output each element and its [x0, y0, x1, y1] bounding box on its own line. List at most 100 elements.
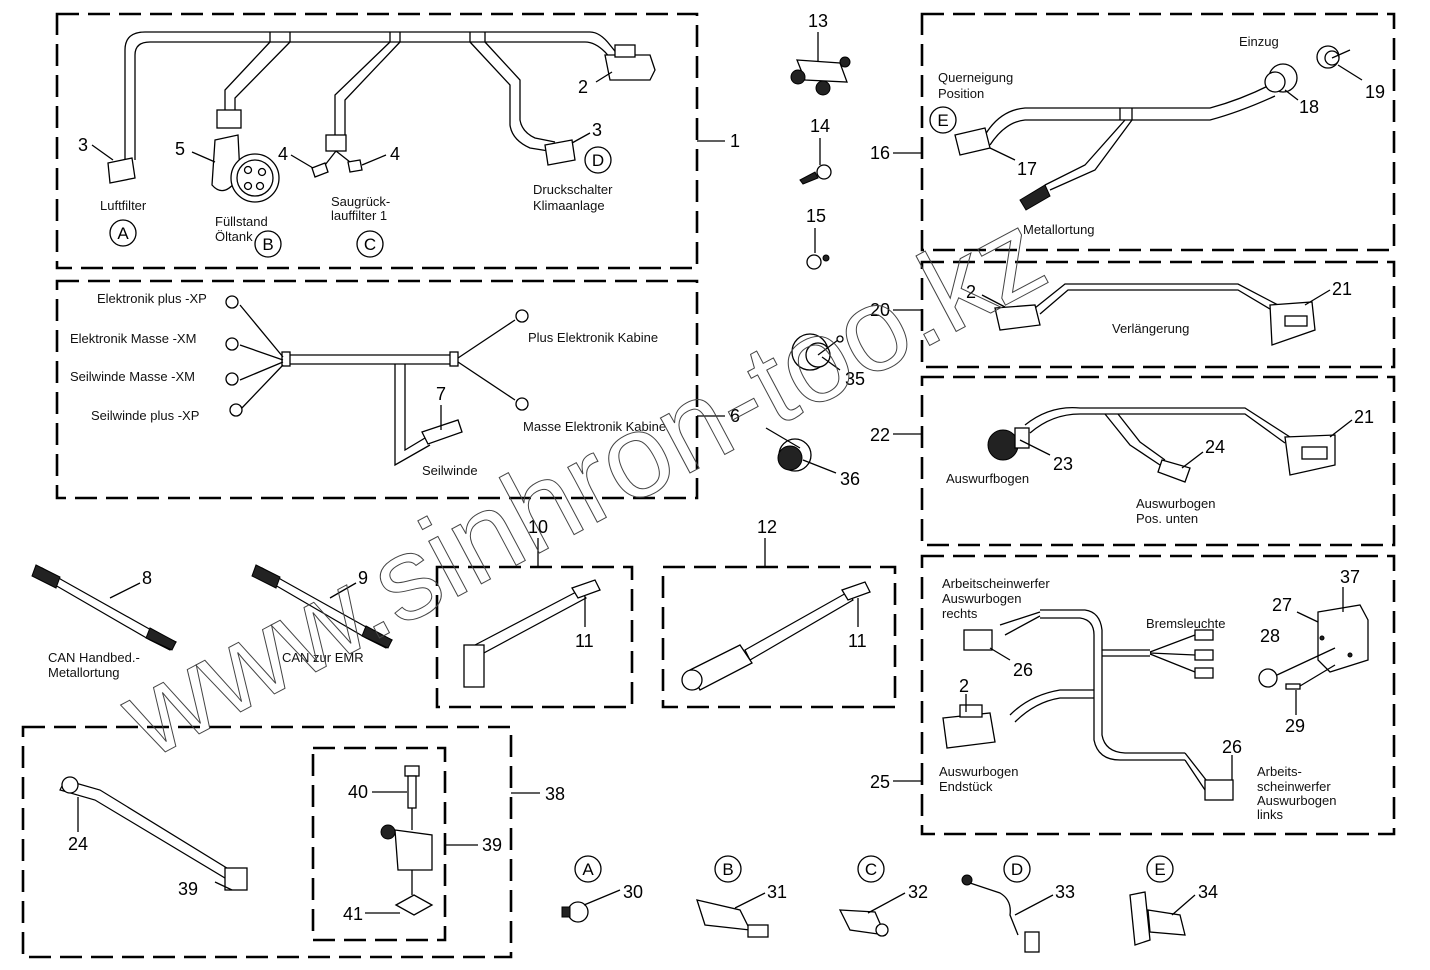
- callout-14: 14: [810, 116, 830, 136]
- label-arbeitscheinwerfer-r: Arbeitscheinwerfer: [942, 576, 1050, 591]
- callout-40: 40: [348, 782, 368, 802]
- sensor-e: E 34: [1129, 855, 1218, 946]
- circle-marker-a: A: [109, 219, 137, 247]
- group-10-cable: 10 11: [435, 517, 634, 709]
- watermark: www.sinhron-too.kz: [99, 186, 1065, 783]
- callout-17: 17: [1017, 159, 1037, 179]
- clamp-14-icon: [799, 164, 832, 185]
- svg-text:A: A: [582, 860, 594, 879]
- callout-32: 32: [908, 882, 928, 902]
- label-saug-1: Saugrück-: [331, 194, 390, 209]
- callout-31: 31: [767, 882, 787, 902]
- callout-26a: 26: [1013, 660, 1033, 680]
- callout-24: 24: [68, 834, 88, 854]
- can-cable-9-icon: [251, 564, 393, 649]
- group-6-frame: [55, 279, 699, 500]
- callout-25: 25: [870, 772, 890, 792]
- label-links: links: [1257, 807, 1284, 822]
- callout-5: 5: [175, 139, 185, 159]
- group-22-frame: [920, 375, 1396, 547]
- callout-3b: 3: [592, 120, 602, 140]
- sensor-33-icon: [961, 874, 1040, 953]
- circle-marker-b: B: [254, 230, 282, 258]
- connector-2-icon: [604, 44, 656, 81]
- label-auswurbogen-end: Auswurbogen: [939, 764, 1019, 779]
- label-seilwinde-masse: Seilwinde Masse -XM: [70, 369, 195, 384]
- connector-26-icon: [963, 629, 993, 651]
- sensor-d: D 33: [961, 855, 1075, 953]
- callout-41: 41: [343, 904, 363, 924]
- label-elektronik-plus: Elektronik plus -XP: [97, 291, 207, 306]
- bolt-40-icon: [404, 765, 420, 809]
- group-25-frame: [920, 554, 1396, 836]
- connector-2-end-icon: [942, 704, 996, 749]
- label-klimaanlage: Klimaanlage: [533, 198, 605, 213]
- callout-38: 38: [545, 784, 565, 804]
- round-connector-23-icon: [987, 427, 1030, 461]
- callout-9: 9: [358, 568, 368, 588]
- label-seilwinde-plus: Seilwinde plus -XP: [91, 408, 199, 423]
- label-verlaengerung: Verlängerung: [1112, 321, 1189, 336]
- callout-1: 1: [730, 131, 740, 151]
- callout-18: 18: [1299, 97, 1319, 117]
- label-fuellstand: Füllstand: [215, 214, 268, 229]
- sensor-31-icon: [696, 899, 769, 938]
- cap-35-icon: [791, 333, 844, 371]
- plug-39-icon: [380, 824, 433, 871]
- svg-text:C: C: [364, 235, 376, 254]
- group-12-cable: 12 11: [661, 517, 897, 709]
- callout-11b: 11: [848, 631, 867, 651]
- label-auswurfbogen: Auswurfbogen: [946, 471, 1029, 486]
- svg-text:E: E: [937, 111, 948, 130]
- connector-2-ext-icon: [994, 304, 1041, 331]
- callout-19: 19: [1365, 82, 1385, 102]
- cap-19-icon: [1316, 45, 1351, 69]
- group-10-frame: [435, 565, 634, 709]
- callout-27: 27: [1272, 595, 1292, 615]
- sensor-row: A 30 B 31 C 32 D 33 E 34: [561, 855, 1218, 953]
- circle-marker-c: C: [356, 230, 384, 258]
- group-16-frame: [920, 12, 1396, 252]
- callout-39b: 39: [482, 835, 502, 855]
- callout-3a: 3: [78, 135, 88, 155]
- label-can-metallortung: Metallortung: [48, 665, 120, 680]
- group-39-frame: [311, 746, 447, 942]
- group-1-frame: [55, 12, 699, 270]
- cap-36-icon: [765, 427, 812, 472]
- callout-12: 12: [757, 517, 777, 537]
- can-cable-8-icon: [31, 564, 177, 651]
- label-can-emr: CAN zur EMR: [282, 650, 364, 665]
- label-querneigung: Querneigung: [938, 70, 1013, 85]
- group-20-frame: [920, 260, 1396, 369]
- svg-text:B: B: [722, 860, 733, 879]
- group-1-harness: 1 2 3 3: [55, 12, 740, 270]
- connector-21-icon: [1269, 301, 1316, 346]
- svg-text:D: D: [1011, 860, 1023, 879]
- connector-24-icon: [1157, 459, 1191, 483]
- sensor-b: B 31: [696, 855, 787, 938]
- connector-4-pair-icon: [311, 134, 363, 178]
- metal-sensor-icon: [1019, 184, 1051, 211]
- clamp-15-icon: [806, 254, 830, 270]
- callout-29: 29: [1285, 716, 1305, 736]
- label-rechts: rechts: [942, 606, 978, 621]
- bulb-28-icon: [1258, 647, 1336, 688]
- callout-2-end: 2: [959, 676, 969, 696]
- label-oeltank: Öltank: [215, 229, 253, 244]
- connector-3-right-icon: [544, 139, 576, 166]
- callout-30: 30: [623, 882, 643, 902]
- label-druckschalter: Druckschalter: [533, 182, 613, 197]
- callout-35: 35: [845, 369, 865, 389]
- label-auswurbogen-l: Auswurbogen: [1257, 793, 1337, 808]
- callout-21a: 21: [1332, 279, 1352, 299]
- label-auswurbogen-pos: Auswurbogen: [1136, 496, 1216, 511]
- connector-17-icon: [954, 127, 991, 156]
- callout-23: 23: [1053, 454, 1073, 474]
- label-pos-unten: Pos. unten: [1136, 511, 1198, 526]
- label-bremsleuchte: Bremsleuchte: [1146, 616, 1225, 631]
- callout-7: 7: [436, 384, 446, 404]
- svg-text:A: A: [117, 224, 129, 243]
- connector-21b-icon: [1284, 434, 1336, 476]
- callout-16: 16: [870, 143, 890, 163]
